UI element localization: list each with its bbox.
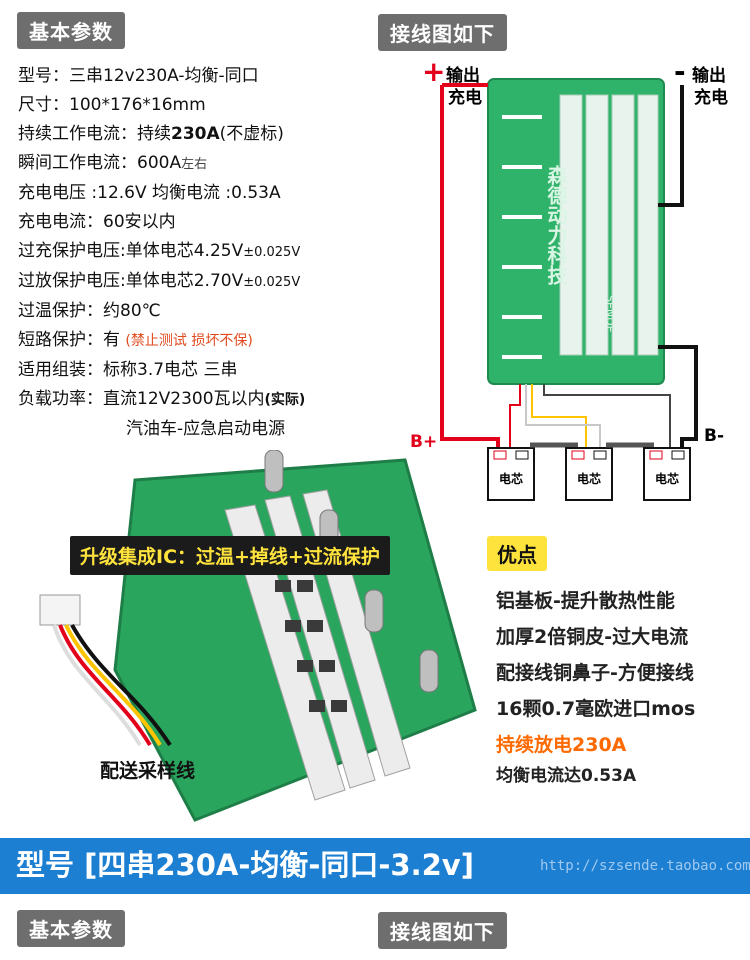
cell-2-label: 电芯 [577,471,601,486]
sampling-cable [39,594,172,747]
spec-overtemp: 过温保护：约80℃ [18,301,161,321]
spec-list: 型号：三串12v230A-均衡-同口 尺寸：100*176*16mm 持续工作电… [18,62,305,444]
spec-assembly: 适用组装：标称3.7电芯 三串 [18,360,238,380]
basic-params-tag: 基本参数 [17,12,125,49]
pcb-pads [559,94,659,356]
upgrade-banner: 升级集成IC：过温+掉线+过流保护 [70,536,390,575]
pcb-components [502,115,542,359]
cable-label: 配送采样线 [100,760,196,782]
basic-params-tag-2: 基本参数 [17,910,125,947]
cell-1-label: 电芯 [499,471,523,486]
store-url[interactable]: http://szsende.taobao.com [540,858,750,874]
b-plus-label: B+ [410,432,437,452]
spec-continuous-value: 230A [171,124,220,144]
spec-instant-current: 瞬间工作电流：600A左右 [18,149,305,179]
advantage-item: 加厚2倍铜皮-过大电流 [496,626,689,648]
product-mosfets [275,580,347,712]
charge-plus-label: 充电 [448,87,482,108]
spec-continuous-prefix: 持续工作电流：持续 [18,124,171,144]
black-wire-output [658,85,684,207]
spec-load: 负载功率：直流12V2300瓦以内(实际) [18,385,305,415]
cable-wire-white [52,624,142,747]
charge-minus-label: 充电 [694,87,728,108]
output-plus-label: 输出 [446,65,480,86]
model-bar [0,838,750,894]
spec-overcharge-prefix: 过充保护电压:单体电芯4.25V [18,241,244,261]
spec-instant-prefix: 瞬间工作电流：600A [18,153,182,173]
spec-short-prefix: 短路保护：有 [18,330,126,350]
spec-short-warning: (禁止测试 损坏不保) [125,333,253,349]
balance-wire-black [543,384,671,451]
battery-cell-3: 电芯 [643,447,691,501]
advantage-item: 16颗0.7毫欧进口mos [496,698,696,720]
cable-connector [39,594,81,626]
spec-size: 尺寸：100*176*16mm [18,95,206,115]
spec-charge-current: 充电电流：60安以内 [18,212,176,232]
balance-wire-white [525,384,601,451]
spec-load-line2: 汽油车-应急启动电源 [126,419,286,439]
spec-overcharge-suffix: ±0.025V [243,245,301,260]
model-title: 型号 [四串230A-均衡-同口-3.2v] [16,848,474,882]
spec-model: 型号：三串12v230A-均衡-同口 [18,66,259,86]
black-wire-bminus [658,345,698,451]
spec-continuous-suffix: (不虚标) [219,124,284,144]
pcb-brand-sub: SENDE [604,295,617,333]
output-minus-label: 输出 [692,65,726,86]
spec-continuous-current: 持续工作电流：持续230A(不虚标) [18,120,305,149]
advantage-discharge: 持续放电230A [496,734,627,756]
cable-wire-red [58,624,152,747]
spec-load-suffix: (实际) [264,392,306,408]
cable-wire-black [70,624,172,747]
wiring-tag: 接线图如下 [378,14,507,51]
b-minus-label: B- [704,426,724,446]
cable-wire-yellow [64,624,162,747]
advantage-balance: 均衡电流达0.53A [496,766,637,786]
spec-short-circuit: 短路保护：有 (禁止测试 损坏不保) [18,326,305,356]
balance-wire-yellow [531,384,587,451]
advantages-tag: 优点 [487,536,547,571]
spec-instant-suffix: 左右 [181,157,208,172]
battery-cell-1: 电芯 [487,447,535,501]
spec-charge-voltage: 充电电压 :12.6V 均衡电流 :0.53A [18,183,281,203]
output-minus-sign: - [674,55,686,88]
advantage-item: 配接线铜鼻子-方便接线 [496,662,694,684]
battery-cell-2: 电芯 [565,447,613,501]
spec-overdischarge: 过放保护电压:单体电芯2.70V±0.025V [18,267,305,297]
wiring-diagram: + 输出 充电 - 输出 充电 森德动力科技 SENDE B+ B- 电芯 电芯 [410,55,728,501]
pcb-brand-text: 森德动力科技 [544,164,568,285]
output-plus-sign: + [422,55,445,88]
spec-load-prefix: 负载功率：直流12V2300瓦以内 [18,389,265,409]
spec-overdischarge-prefix: 过放保护电压:单体电芯2.70V [18,271,244,291]
wiring-tag-2: 接线图如下 [378,912,507,949]
spec-overcharge: 过充保护电压:单体电芯4.25V±0.025V [18,237,305,267]
advantage-item: 铝基板-提升散热性能 [496,590,675,612]
red-wire [440,85,500,451]
cell-3-label: 电芯 [655,471,679,486]
spec-overdischarge-suffix: ±0.025V [243,275,301,290]
balance-wire-red [509,384,521,451]
advantages-list: 铝基板-提升散热性能 加厚2倍铜皮-过大电流 配接线铜鼻子-方便接线 16颗0.… [496,583,695,789]
